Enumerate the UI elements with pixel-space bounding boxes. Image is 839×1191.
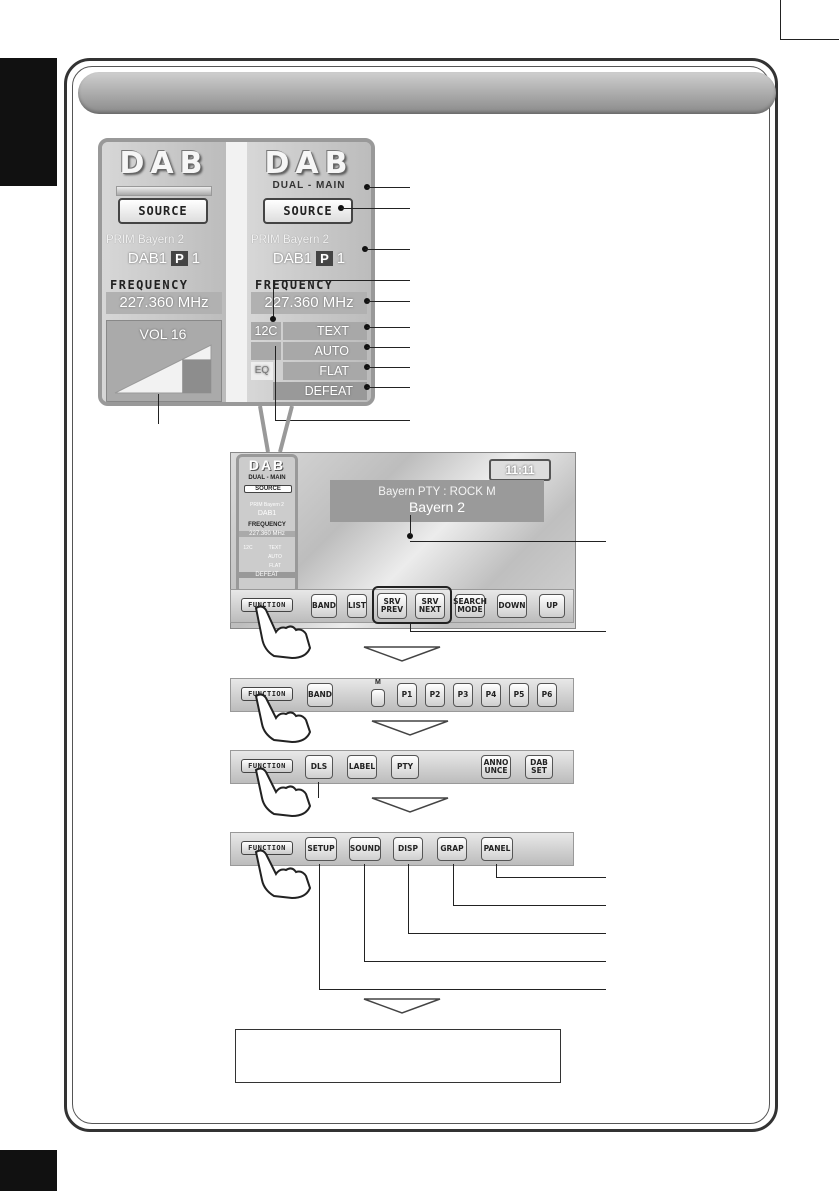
mini-dab-title: DAB bbox=[248, 457, 286, 473]
grap-button[interactable]: GRAP bbox=[437, 837, 467, 861]
band-button[interactable]: BAND bbox=[311, 594, 337, 618]
crop-mark-horizontal bbox=[780, 39, 839, 40]
srv-buttons-highlight bbox=[372, 586, 452, 624]
prim-line-left: PRIM Bayern 2 bbox=[106, 234, 184, 246]
mini-display: DAB DUAL - MAIN SOURCE PRIM Bayern 2 DAB… bbox=[236, 454, 298, 594]
dab-title-left: DAB bbox=[119, 146, 209, 181]
panel-button[interactable]: PANEL bbox=[481, 837, 513, 861]
up-button[interactable]: UP bbox=[539, 594, 565, 618]
srv-next-button[interactable]: SRV NEXT bbox=[415, 593, 445, 619]
page-number-tab bbox=[0, 1150, 57, 1191]
pty-button[interactable]: PTY bbox=[391, 755, 419, 779]
message-box bbox=[330, 480, 544, 522]
announce-button[interactable]: ANNO UNCE bbox=[481, 755, 511, 779]
preset-p4[interactable]: P4 bbox=[481, 683, 501, 707]
display-divider bbox=[226, 142, 247, 402]
mini-flat: FLAT bbox=[269, 563, 281, 569]
text-cell: TEXT bbox=[283, 322, 367, 340]
preset-p3[interactable]: P3 bbox=[453, 683, 473, 707]
dab-title-right: DAB bbox=[264, 146, 354, 181]
section-title-bar bbox=[78, 72, 776, 114]
zoom-connector bbox=[258, 405, 294, 453]
dls-button[interactable]: DLS bbox=[305, 755, 333, 779]
mini-freq-value: 227.360 MHz bbox=[239, 531, 295, 537]
volume-meter bbox=[106, 320, 222, 402]
mode-strip-empty bbox=[116, 186, 212, 196]
down-arrow-icon bbox=[363, 646, 441, 662]
volume-label: VOL 16 bbox=[139, 326, 187, 342]
prim-line-right: PRIM Bayern 2 bbox=[251, 234, 329, 246]
eq-cell: EQ bbox=[251, 362, 273, 380]
preset-p5[interactable]: P5 bbox=[509, 683, 529, 707]
defeat-cell: DEFEAT bbox=[273, 382, 367, 400]
setup-button[interactable]: SETUP bbox=[305, 837, 337, 861]
mini-source-button[interactable]: SOURCE bbox=[244, 485, 292, 493]
display-right-panel: DAB DUAL - MAIN SOURCE PRIM Bayern 2 DAB… bbox=[247, 142, 371, 402]
srv-prev-button[interactable]: SRV PREV bbox=[377, 593, 407, 619]
mini-ensemble: DAB1 bbox=[257, 510, 277, 517]
pointing-hand-icon-3 bbox=[254, 767, 312, 818]
mini-freq-label: FREQUENCY bbox=[248, 522, 286, 528]
preset-p1[interactable]: P1 bbox=[397, 683, 417, 707]
search-mode-button[interactable]: SEARCH MODE bbox=[453, 594, 487, 618]
service-name: Bayern 2 bbox=[408, 499, 466, 515]
empty-note-box bbox=[235, 1029, 561, 1083]
flat-cell: FLAT bbox=[283, 362, 367, 380]
preset-badge: P bbox=[171, 251, 188, 266]
function-bar-4: FUNCTION SETUP SOUND DISP GRAP PANEL bbox=[230, 832, 574, 866]
ensemble-name: DAB1 bbox=[127, 250, 168, 267]
blank-cell bbox=[251, 342, 281, 360]
down-button[interactable]: DOWN bbox=[497, 594, 527, 618]
down-arrow-icon-3 bbox=[371, 797, 449, 813]
frequency-label-left: FREQUENCY bbox=[110, 278, 189, 292]
pointing-hand-icon bbox=[254, 605, 312, 660]
mini-auto: AUTO bbox=[268, 554, 282, 560]
volume-ramp-icon bbox=[114, 344, 212, 394]
frequency-label-right: FREQUENCY bbox=[255, 278, 334, 292]
sound-button[interactable]: SOUND bbox=[349, 837, 381, 861]
frequency-value-right: 227.360 MHz bbox=[251, 292, 367, 314]
mini-text: TEXT bbox=[268, 545, 282, 551]
pointing-hand-icon-4 bbox=[254, 849, 312, 900]
language-side-tab bbox=[0, 58, 57, 186]
label-button[interactable]: LABEL bbox=[347, 755, 377, 779]
mini-prim: PRIM Bayern 2 bbox=[250, 502, 284, 508]
list-button[interactable]: LIST bbox=[347, 594, 367, 618]
memory-label: M bbox=[375, 679, 381, 686]
pty-line: Bayern PTY : ROCK M bbox=[378, 486, 496, 498]
memory-button[interactable] bbox=[371, 689, 385, 707]
dab-set-button[interactable]: DAB SET bbox=[525, 755, 553, 779]
down-arrow-icon-2 bbox=[371, 720, 449, 736]
preset-p2[interactable]: P2 bbox=[425, 683, 445, 707]
page-frame-inner bbox=[72, 66, 770, 1124]
source-button-right[interactable]: SOURCE bbox=[263, 198, 353, 224]
preset-number: 1 bbox=[191, 250, 201, 267]
band-button-2[interactable]: BAND bbox=[307, 683, 333, 707]
pointing-hand-icon-2 bbox=[254, 693, 312, 744]
service-callout-dot bbox=[407, 533, 413, 539]
auto-cell: AUTO bbox=[283, 342, 367, 360]
function-bar-3: FUNCTION DLS LABEL PTY ANNO UNCE DAB SET bbox=[230, 750, 574, 784]
mini-defeat: DEFEAT bbox=[239, 572, 295, 578]
down-arrow-icon-4 bbox=[363, 998, 441, 1014]
disp-button[interactable]: DISP bbox=[393, 837, 423, 861]
mini-subchannel: 12C bbox=[243, 545, 253, 551]
dual-main-indicator: DUAL - MAIN bbox=[272, 180, 346, 191]
frequency-value-left: 227.360 MHz bbox=[106, 292, 222, 314]
crop-mark-vertical bbox=[780, 0, 781, 40]
function-bar-2: FUNCTION BAND M P1 P2 P3 P4 P5 P6 bbox=[230, 678, 574, 712]
source-button-left[interactable]: SOURCE bbox=[118, 198, 208, 224]
preset-p6[interactable]: P6 bbox=[537, 683, 557, 707]
clock: 11:11 bbox=[489, 459, 551, 481]
mini-mode: DUAL - MAIN bbox=[248, 475, 286, 481]
subchannel-cell: 12C bbox=[251, 322, 281, 340]
